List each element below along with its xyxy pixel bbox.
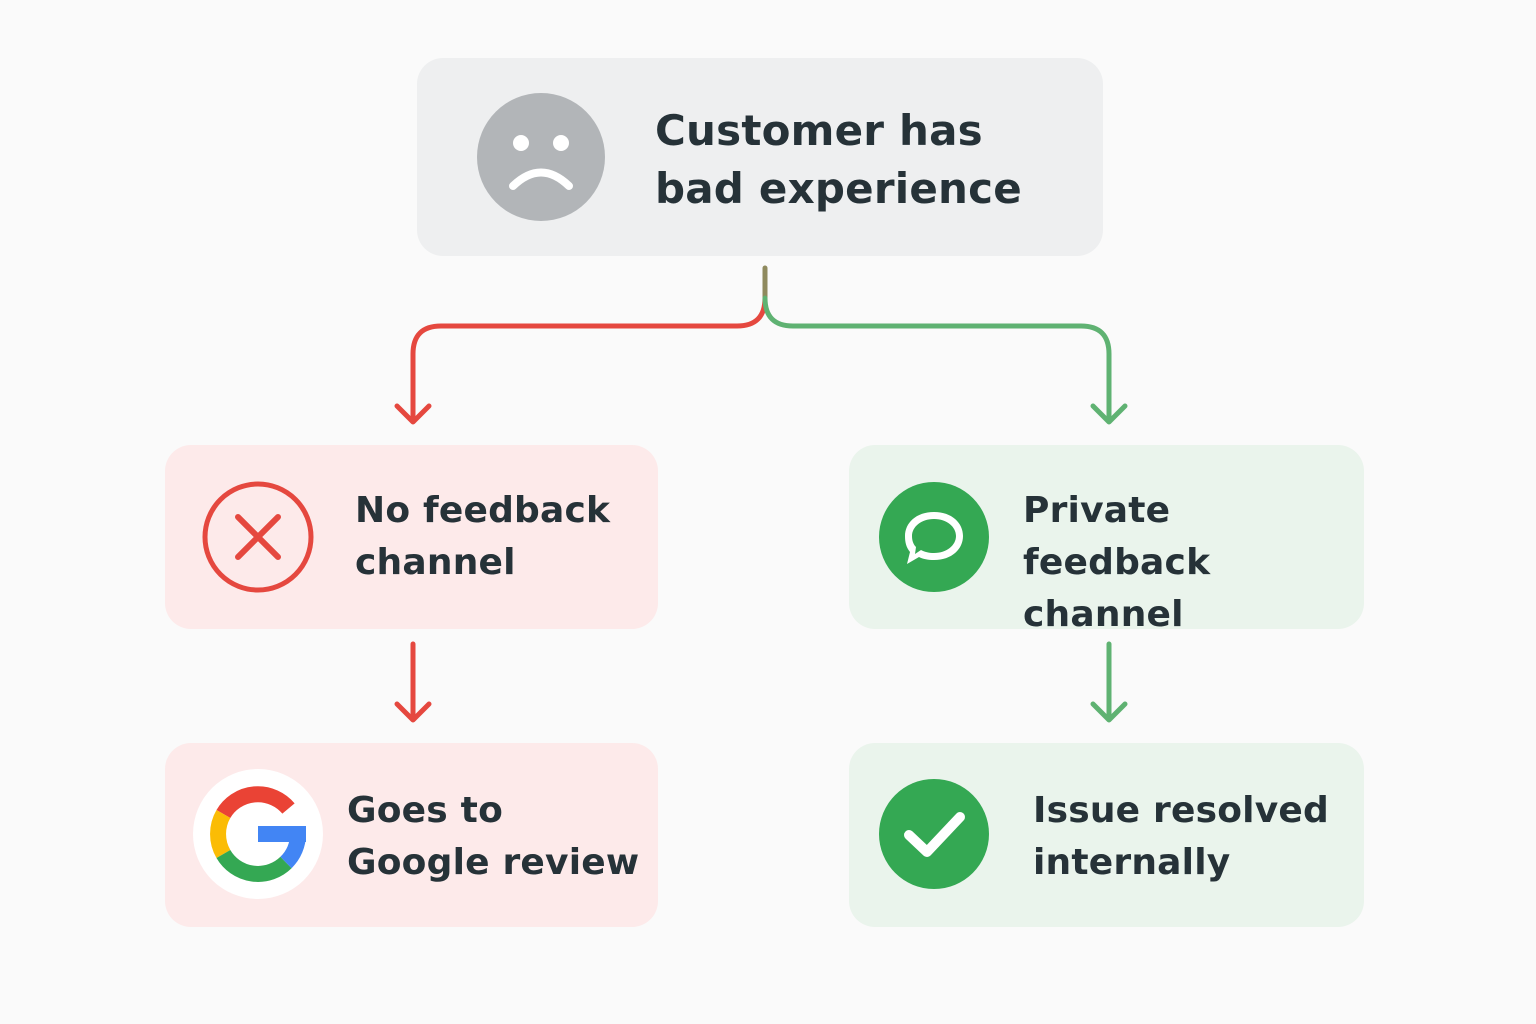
node-label-line-1: Goes to	[347, 790, 503, 831]
node-label: Private feedback channel	[1023, 485, 1364, 641]
google-logo-icon	[193, 769, 323, 899]
node-label-line-2: channel	[355, 542, 516, 583]
left-branch-connector	[410, 295, 768, 423]
node-label: Goes to Google review	[347, 785, 639, 889]
node-label-line-2: bad experience	[655, 164, 1022, 213]
chat-bubble-icon	[879, 482, 989, 592]
node-goes-to-google-review: Goes to Google review	[165, 743, 658, 927]
right-branch-arrowhead	[1090, 403, 1128, 425]
node-label: Issue resolved internally	[1033, 785, 1329, 889]
right-down-arrowhead	[1090, 701, 1128, 723]
node-label-line-2: internally	[1033, 842, 1231, 883]
left-branch-arrowhead	[394, 403, 432, 425]
sad-face-icon	[477, 93, 605, 221]
node-private-feedback-channel: Private feedback channel	[849, 445, 1364, 635]
node-label-line-1: Customer has	[655, 106, 983, 155]
node-label-line-2: Google review	[347, 842, 640, 883]
node-customer-bad-experience: Customer has bad experience	[417, 58, 1103, 256]
check-circle-icon	[879, 779, 989, 889]
left-down-arrowhead	[394, 701, 432, 723]
x-circle-icon	[202, 481, 314, 593]
node-label-line-1: Issue resolved	[1033, 790, 1329, 831]
node-label: No feedback channel	[355, 485, 610, 589]
node-issue-resolved-internally: Issue resolved internally	[849, 743, 1364, 927]
node-label: Customer has bad experience	[655, 102, 1022, 218]
right-branch-connector	[762, 295, 1112, 423]
node-label-line-1: No feedback	[355, 490, 611, 531]
node-label-line-2: channel	[1023, 594, 1184, 635]
node-no-feedback-channel: No feedback channel	[165, 445, 658, 629]
node-label-line-1: Private feedback	[1023, 490, 1211, 583]
